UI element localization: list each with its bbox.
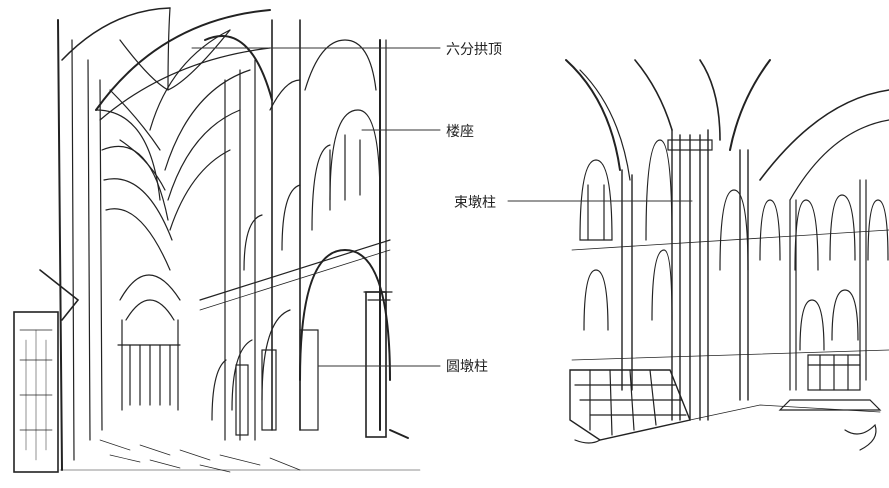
label-tribune: 楼座: [446, 124, 474, 140]
right-choir-drawing: [565, 59, 889, 451]
leader-lines: [191, 47, 693, 367]
label-round-pier: 圆墩柱: [446, 359, 488, 375]
label-clustered-pier: 束墩柱: [454, 195, 496, 211]
label-sexpartite-vault: 六分拱顶: [446, 42, 502, 58]
left-nave-drawing: [13, 7, 421, 473]
